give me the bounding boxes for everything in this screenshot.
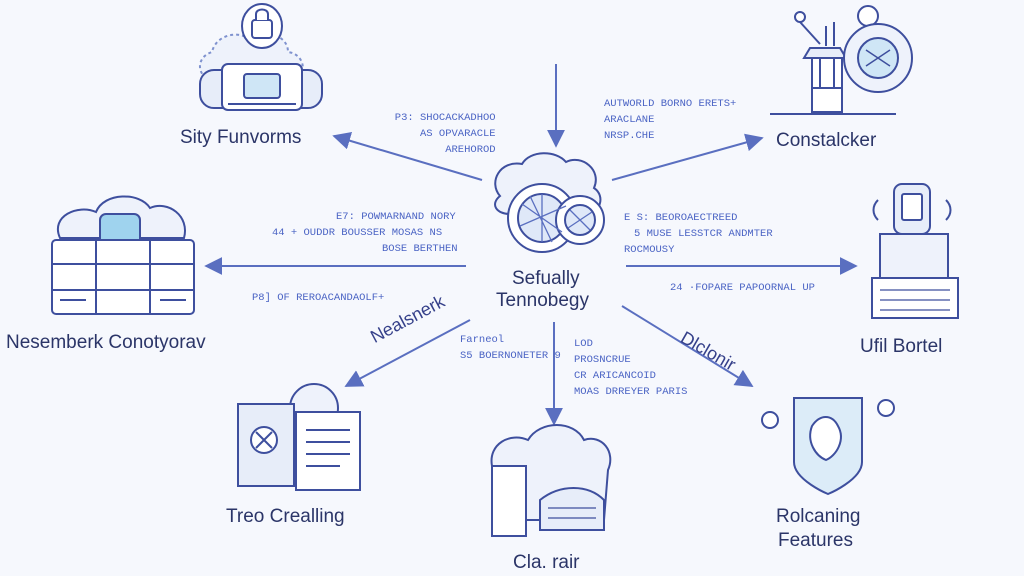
note-line: AREHOROD <box>445 144 496 156</box>
note-line: Farneol <box>460 334 505 346</box>
note-line: AUTWORLD BORNO ERETS+ <box>604 98 737 110</box>
note-line: E S: BEOROAECTREED <box>624 212 738 224</box>
node-label-bottom-right-2: Features <box>778 530 853 551</box>
edge-note-mid-left: E7: POWMARNAND NORY 44 + OUDDR BOUSSER M… <box>272 209 458 257</box>
note-line: AS OPVARACLE <box>420 128 496 140</box>
center-label-line1: Sefually <box>512 268 580 289</box>
edge-note-top-right: AUTWORLD BORNO ERETS+ ARACLANE NRSP.CHE <box>604 96 736 144</box>
note-line: CR ARICANCOID <box>574 370 656 382</box>
note-line: E7: POWMARNAND NORY <box>336 211 456 223</box>
node-label-mid-left: Nesemberk Conotyorav <box>6 332 206 353</box>
edge-note-right-lower: 24 ·FOPARE PAPOORNAL UP <box>670 282 815 294</box>
robot-arm-icon <box>770 5 913 115</box>
note-line: P3: SHOCACKADHOO <box>394 112 496 124</box>
note-line: 5 MUSE LESSTCR ANDMTER <box>634 228 773 240</box>
node-label-top-left: Sity Funvorms <box>180 127 302 148</box>
arrow-to-bottom-left <box>344 319 471 387</box>
note-line: ARACLANE <box>604 114 655 126</box>
note-line: NRSP.CHE <box>604 130 655 142</box>
node-label-bottom-right-1: Rolcaning <box>776 506 861 527</box>
edge-note-left-lower: P8] OF REROACANDAOLF+ <box>252 292 385 304</box>
cloud-server-icon <box>51 195 195 315</box>
brain-cloud-icon <box>494 152 605 253</box>
documents-icon <box>237 383 361 491</box>
center-label-line2: Tennobegy <box>496 290 589 311</box>
node-label-mid-right: Ufil Bortel <box>860 336 943 357</box>
cloud-book-icon <box>490 424 612 537</box>
note-line: 44 + OUDDR BOUSSER MOSAS NS <box>272 227 443 239</box>
edge-note-bottom-mid-left: Farneol S5 BOERNONETER 9 <box>460 332 561 364</box>
shield-icon <box>761 397 895 496</box>
lock-server-icon <box>199 3 323 111</box>
arrow-to-top-left <box>332 131 483 181</box>
arrow-to-top-right <box>611 133 764 181</box>
edge-note-bottom-mid-right: LOD PROSNCRUE CR ARICANCOID MOAS DRREYER… <box>574 336 687 400</box>
note-line: S5 BOERNONETER 9 <box>460 350 561 362</box>
printer-terminal-icon <box>871 183 959 319</box>
note-line: PROSNCRUE <box>574 354 631 366</box>
edge-note-top-left: P3: SHOCACKADHOO AS OPVARACLE AREHOROD <box>350 110 496 158</box>
note-line: MOAS DRREYER PARIS <box>574 386 688 398</box>
node-label-bottom-center: Cla. rair <box>513 552 580 573</box>
note-line: LOD <box>574 338 593 350</box>
node-label-top-right: Constalcker <box>776 130 877 151</box>
note-line: BOSE BERTHEN <box>382 243 458 255</box>
node-label-bottom-left: Treo Crealling <box>226 506 345 527</box>
edge-note-mid-right: E S: BEOROAECTREED 5 MUSE LESSTCR ANDMTE… <box>624 210 773 258</box>
arrow-to-bottom-right <box>621 305 754 387</box>
connector-arrows <box>204 64 858 426</box>
note-line: ROCMOUSY <box>624 244 675 256</box>
